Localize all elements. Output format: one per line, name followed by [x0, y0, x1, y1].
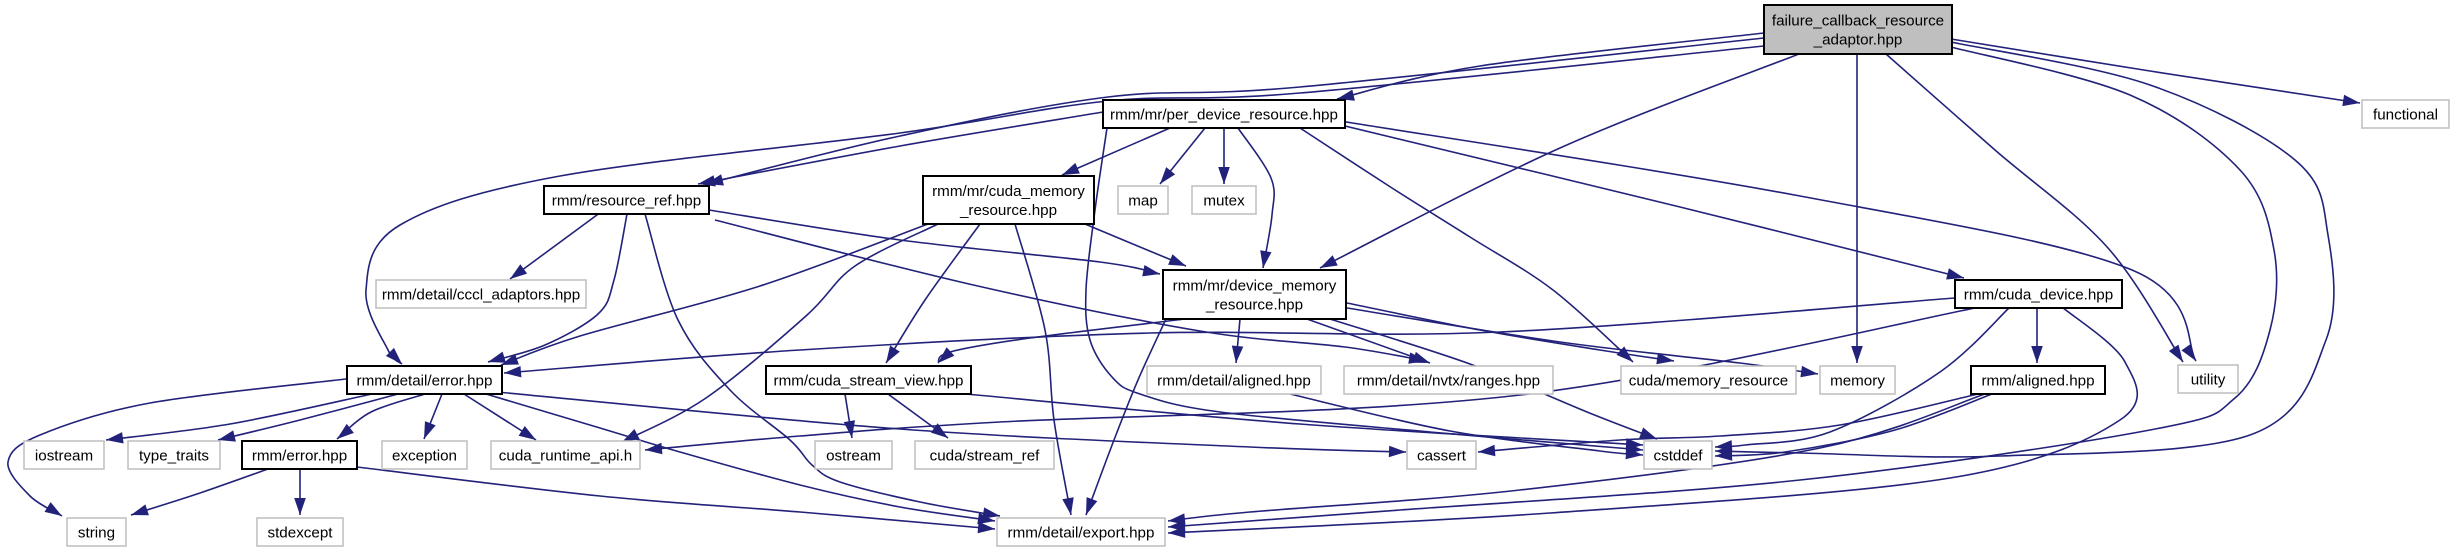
svg-text:rmm/detail/error.hpp: rmm/detail/error.hpp	[357, 373, 493, 390]
svg-text:cuda_runtime_api.h: cuda_runtime_api.h	[499, 448, 632, 465]
svg-text:cuda/stream_ref: cuda/stream_ref	[930, 448, 1041, 465]
svg-text:rmm/resource_ref.hpp: rmm/resource_ref.hpp	[552, 193, 701, 210]
svg-text:ostream: ostream	[826, 448, 881, 465]
svg-text:iostream: iostream	[35, 448, 93, 465]
svg-text:rmm/cuda_device.hpp: rmm/cuda_device.hpp	[1964, 287, 2113, 304]
svg-text:rmm/cuda_stream_view.hpp: rmm/cuda_stream_view.hpp	[774, 373, 964, 390]
svg-text:rmm/mr/cuda_memory: rmm/mr/cuda_memory	[932, 183, 1085, 200]
svg-text:functional: functional	[2373, 107, 2438, 124]
svg-text:rmm/mr/device_memory: rmm/mr/device_memory	[1173, 278, 1337, 295]
svg-text:rmm/detail/nvtx/ranges.hpp: rmm/detail/nvtx/ranges.hpp	[1357, 373, 1540, 390]
svg-text:rmm/detail/cccl_adaptors.hpp: rmm/detail/cccl_adaptors.hpp	[382, 287, 580, 304]
svg-text:rmm/mr/per_device_resource.hpp: rmm/mr/per_device_resource.hpp	[1110, 107, 1338, 124]
svg-text:type_traits: type_traits	[139, 448, 209, 465]
svg-text:_resource.hpp: _resource.hpp	[959, 202, 1057, 219]
svg-text:_adaptor.hpp: _adaptor.hpp	[1813, 32, 1903, 49]
svg-text:failure_callback_resource: failure_callback_resource	[1772, 13, 1944, 30]
svg-text:memory: memory	[1830, 373, 1885, 390]
svg-text:string: string	[78, 525, 115, 542]
svg-text:rmm/detail/export.hpp: rmm/detail/export.hpp	[1008, 525, 1155, 542]
svg-text:cstddef: cstddef	[1654, 448, 1704, 465]
svg-text:exception: exception	[392, 448, 457, 465]
svg-text:utility: utility	[2191, 372, 2226, 389]
svg-text:cuda/memory_resource: cuda/memory_resource	[1629, 373, 1789, 390]
svg-text:rmm/detail/aligned.hpp: rmm/detail/aligned.hpp	[1157, 373, 1311, 390]
svg-text:_resource.hpp: _resource.hpp	[1205, 297, 1303, 314]
svg-text:mutex: mutex	[1203, 193, 1245, 210]
svg-text:stdexcept: stdexcept	[267, 525, 333, 542]
svg-text:rmm/error.hpp: rmm/error.hpp	[252, 448, 347, 465]
svg-text:rmm/aligned.hpp: rmm/aligned.hpp	[1981, 373, 2094, 390]
svg-text:cassert: cassert	[1417, 448, 1467, 465]
svg-text:map: map	[1128, 193, 1158, 210]
